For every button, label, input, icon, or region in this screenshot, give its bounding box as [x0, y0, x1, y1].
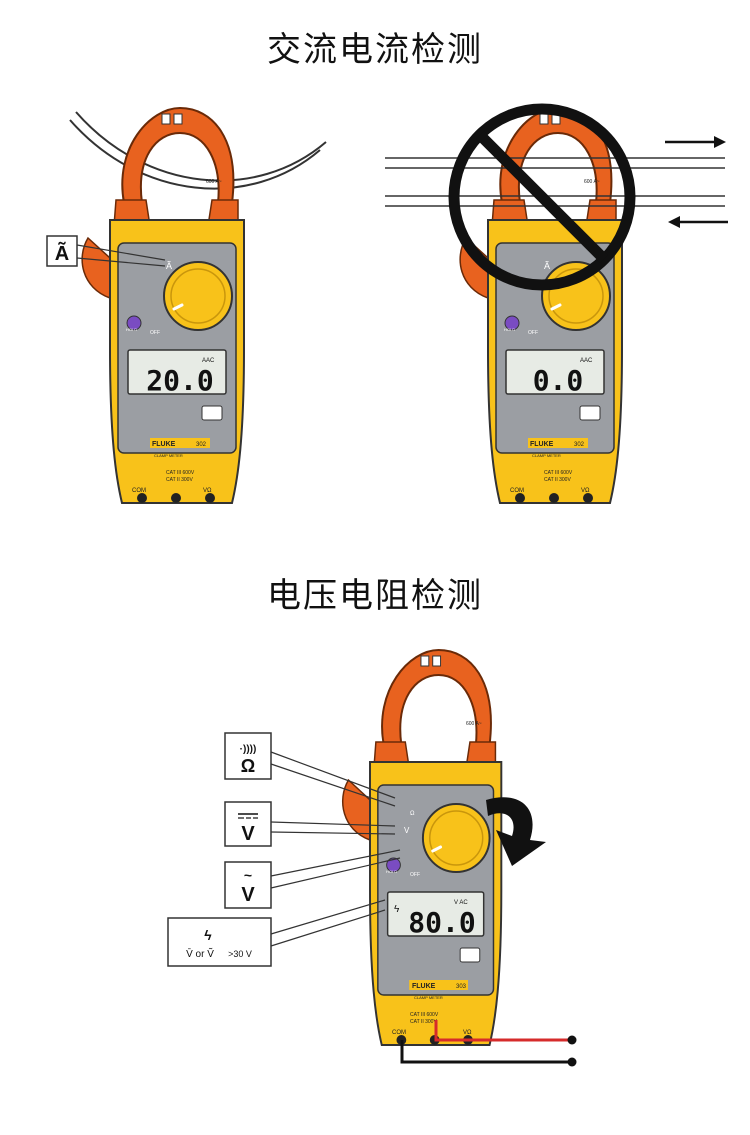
dial-dcv-symbol: V: [404, 826, 410, 835]
cat-line1: CAT III 600V: [166, 470, 195, 476]
hold-label: HOLD: [504, 327, 515, 332]
model-label: 303: [456, 984, 467, 990]
subtitle-label: CLAMP METER: [154, 453, 183, 458]
lcd-unit: V AC: [454, 900, 468, 906]
prohibited-sign: [448, 103, 636, 291]
jaw-max-label: 600 A~: [584, 179, 600, 185]
lcd-unit: AAC: [580, 358, 593, 364]
ac-amps-icon: Ã: [55, 242, 69, 265]
off-label: OFF: [528, 330, 538, 336]
callout-dc-volts: V: [224, 801, 396, 847]
dial-a-symbol: Ã: [166, 261, 172, 271]
wire-through-jaw: [69, 111, 327, 190]
ohm-icon: Ω: [241, 756, 255, 776]
continuity-icon: ·)))): [240, 744, 257, 755]
brand-label: FLUKE: [152, 441, 176, 448]
lcd-unit: AAC: [202, 358, 215, 364]
lightning-icon: ϟ: [204, 927, 212, 943]
off-label: OFF: [410, 872, 420, 878]
jaw-max-label: 600 A~: [466, 721, 482, 727]
vohm-label: VΩ: [203, 488, 212, 494]
cat-line2: CAT II 300V: [544, 477, 571, 483]
dial-ohm-symbol: Ω: [410, 811, 415, 817]
arrow-left-icon: [668, 216, 680, 228]
ac-wave-icon: ~: [244, 867, 252, 883]
brand-label: FLUKE: [412, 983, 436, 990]
cat-line1: CAT III 600V: [544, 470, 573, 476]
probe-tip-black: [567, 1057, 577, 1067]
clamp-meter-left: 600 A~ Ã HOLD OFF AAC 20.0 FLUKE 302 CLA…: [80, 106, 246, 505]
lcd-reading: 20.0: [146, 364, 213, 397]
test-leads: [400, 1020, 577, 1067]
cat-line2: CAT II 300V: [166, 477, 193, 483]
cat-line1: CAT III 600V: [410, 1012, 439, 1018]
model-label: 302: [196, 442, 207, 448]
brand-label: FLUKE: [530, 441, 554, 448]
warning-threshold: >30 V: [228, 949, 252, 959]
subtitle-label: CLAMP METER: [532, 453, 561, 458]
arrow-right-icon: [714, 136, 726, 148]
vohm-label: VΩ: [463, 1030, 472, 1036]
section-title-voltage-resistance: 电压电阻检测: [267, 576, 483, 616]
probe-tip-red: [567, 1035, 577, 1045]
parallel-wires: [385, 157, 725, 207]
clamp-meter-bottom: 600 A~ Ω V HOLD OFF ϟ V AC 80.0 FLUKE 30…: [341, 648, 503, 1047]
ac-volts-icon: V: [241, 884, 255, 906]
callout-resistance: ·)))) Ω: [224, 732, 396, 807]
hold-label: HOLD: [386, 869, 397, 874]
callout-ac-amps: Ã: [46, 235, 166, 267]
model-label: 302: [574, 442, 585, 448]
jaw-max-label: 600 A~: [206, 179, 222, 185]
dial-a-symbol: Ã: [544, 261, 550, 271]
lightning-icon: ϟ: [394, 904, 400, 915]
callout-high-voltage-warning: ϟ V̄ or Ṽ >30 V: [167, 899, 386, 967]
lcd-reading: 0.0: [533, 364, 584, 397]
dc-volts-icon: V: [241, 823, 255, 845]
com-label: COM: [510, 488, 524, 494]
vohm-label: VΩ: [581, 488, 590, 494]
com-label: COM: [392, 1030, 406, 1036]
off-label: OFF: [150, 330, 160, 336]
rotate-dial-arrow-icon: [486, 797, 546, 866]
hold-label: HOLD: [126, 327, 137, 332]
clamp-meter-right: 600 A~ Ã HOLD OFF AAC 0.0 FLUKE 302 CLAM…: [458, 106, 624, 505]
lcd-reading: 80.0: [408, 906, 475, 939]
callout-ac-volts: ~ V: [224, 849, 401, 909]
subtitle-label: CLAMP METER: [414, 995, 443, 1000]
cat-line2: CAT II 300V: [410, 1019, 437, 1025]
com-label: COM: [132, 488, 146, 494]
current-direction-arrows: [665, 136, 728, 228]
warning-symbols: V̄ or Ṽ: [186, 947, 214, 960]
section-title-ac-current: 交流电流检测: [267, 30, 483, 70]
